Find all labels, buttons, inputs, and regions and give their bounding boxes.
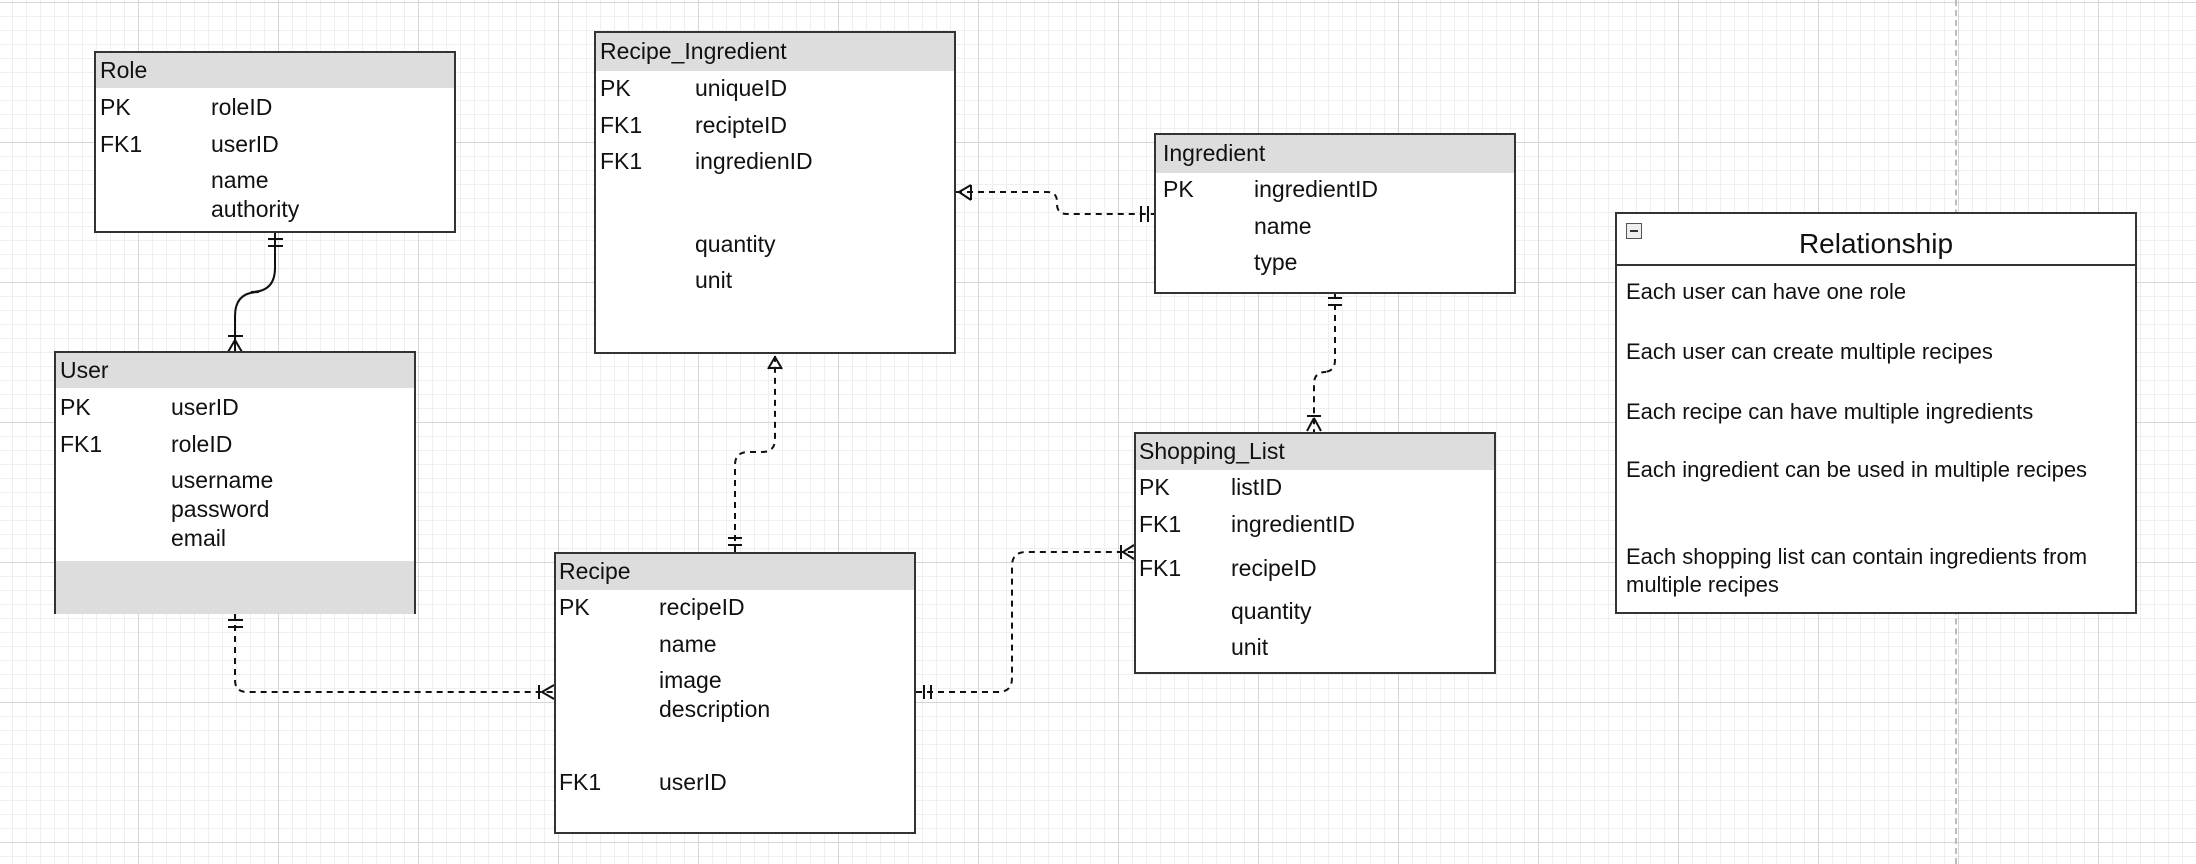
- shopping-list-field-ingredientid: ingredientID: [1231, 511, 1356, 537]
- relationship-item: Each user can have one role: [1626, 279, 1907, 304]
- recipe-pk-key: PK: [559, 594, 590, 620]
- recipe-ingredient-field-quantity: quantity: [695, 231, 776, 257]
- ingredient-title: Ingredient: [1163, 140, 1266, 166]
- recipe-entity[interactable]: Recipe PK recipeID name image descriptio…: [554, 552, 916, 834]
- user-field-email: email: [171, 525, 226, 551]
- recipe-ingredient-field-ingredienid: ingredienID: [695, 148, 813, 174]
- user-fk1-key: FK1: [60, 431, 103, 457]
- recipeingredient-ingredient-link: [956, 184, 1154, 222]
- recipe-field-description: description: [659, 696, 771, 722]
- ingredient-field-ingredientid: ingredientID: [1254, 176, 1379, 202]
- shopping-list-pk-key: PK: [1139, 474, 1170, 500]
- recipe-fk1-key: FK1: [559, 769, 602, 795]
- ingredient-entity[interactable]: Ingredient PK ingredientID name type: [1154, 133, 1516, 294]
- relationship-item: Each ingredient can be used in multiple …: [1626, 457, 2088, 482]
- role-title: Role: [100, 57, 148, 83]
- ingredient-field-type: type: [1254, 249, 1298, 275]
- role-field-userid: userID: [211, 131, 279, 157]
- user-title: User: [60, 357, 109, 383]
- role-user-link: [227, 232, 283, 353]
- shopping-list-field-listid: listID: [1231, 474, 1283, 500]
- user-footer: [56, 561, 414, 614]
- ingredient-shoppinglist-link: [1306, 293, 1342, 432]
- shopping-list-field-quantity: quantity: [1231, 598, 1312, 624]
- recipe-field-name: name: [659, 631, 717, 657]
- recipe-shoppinglist-link: [916, 544, 1135, 699]
- shopping-list-title: Shopping_List: [1139, 438, 1285, 464]
- user-field-userid: userID: [171, 394, 239, 420]
- recipe-ingredient-title: Recipe_Ingredient: [600, 38, 787, 64]
- relationship-note-divider: [1617, 264, 2135, 266]
- role-header: Role: [96, 53, 454, 88]
- ingredient-header: Ingredient: [1156, 135, 1514, 173]
- collapse-icon[interactable]: [1626, 223, 1642, 239]
- shopping-list-entity[interactable]: Shopping_List PK listID FK1 ingredientID…: [1134, 432, 1496, 674]
- recipe-header: Recipe: [556, 554, 914, 590]
- recipe-ingredient-field-unit: unit: [695, 267, 733, 293]
- role-field-name: name: [211, 167, 269, 193]
- relationship-note-title: Relationship: [1798, 228, 1954, 259]
- shopping-list-fk1-key-a: FK1: [1139, 511, 1182, 537]
- shopping-list-fk1-key-b: FK1: [1139, 555, 1182, 581]
- role-fk1-key: FK1: [100, 131, 143, 157]
- shopping-list-field-recipeid: recipeID: [1231, 555, 1317, 581]
- user-pk-key: PK: [60, 394, 91, 420]
- shopping-list-header: Shopping_List: [1136, 434, 1494, 470]
- user-field-roleid: roleID: [171, 431, 233, 457]
- recipe-recipeingredient-link: [728, 354, 783, 552]
- recipe-ingredient-field-recipteid: recipteID: [695, 112, 788, 138]
- relationship-item: Each user can create multiple recipes: [1626, 339, 1993, 364]
- shopping-list-field-unit: unit: [1231, 634, 1269, 660]
- recipe-field-userid: userID: [659, 769, 727, 795]
- recipe-ingredient-entity[interactable]: Recipe_Ingredient PK uniqueID FK1 recipt…: [594, 31, 956, 354]
- role-pk-key: PK: [100, 94, 131, 120]
- recipe-ingredient-pk-key: PK: [600, 75, 631, 101]
- user-recipe-link: [228, 614, 555, 700]
- user-field-username: username: [171, 467, 274, 493]
- user-field-password: password: [171, 496, 270, 522]
- recipe-title: Recipe: [559, 558, 631, 584]
- ingredient-pk-key: PK: [1163, 176, 1194, 202]
- recipe-ingredient-field-uniqueid: uniqueID: [695, 75, 788, 101]
- recipe-ingredient-fk1-key-a: FK1: [600, 112, 643, 138]
- user-entity[interactable]: User PK userID FK1 roleID username passw…: [54, 351, 416, 614]
- ingredient-field-name: name: [1254, 213, 1312, 239]
- role-entity[interactable]: Role PK roleID FK1 userID name authority: [94, 51, 456, 233]
- user-header: User: [56, 353, 414, 388]
- relationship-note[interactable]: Relationship Each user can have one role…: [1615, 212, 2137, 614]
- recipe-ingredient-fk1-key-b: FK1: [600, 148, 643, 174]
- role-field-authority: authority: [211, 196, 300, 222]
- recipe-field-recipeid: recipeID: [659, 594, 745, 620]
- relationship-item: Each recipe can have multiple ingredient…: [1626, 399, 2034, 424]
- relationship-item: Each shopping list can contain ingredien…: [1626, 544, 2088, 597]
- recipe-field-image: image: [659, 667, 722, 693]
- recipe-ingredient-header: Recipe_Ingredient: [596, 33, 954, 71]
- role-field-roleid: roleID: [211, 94, 273, 120]
